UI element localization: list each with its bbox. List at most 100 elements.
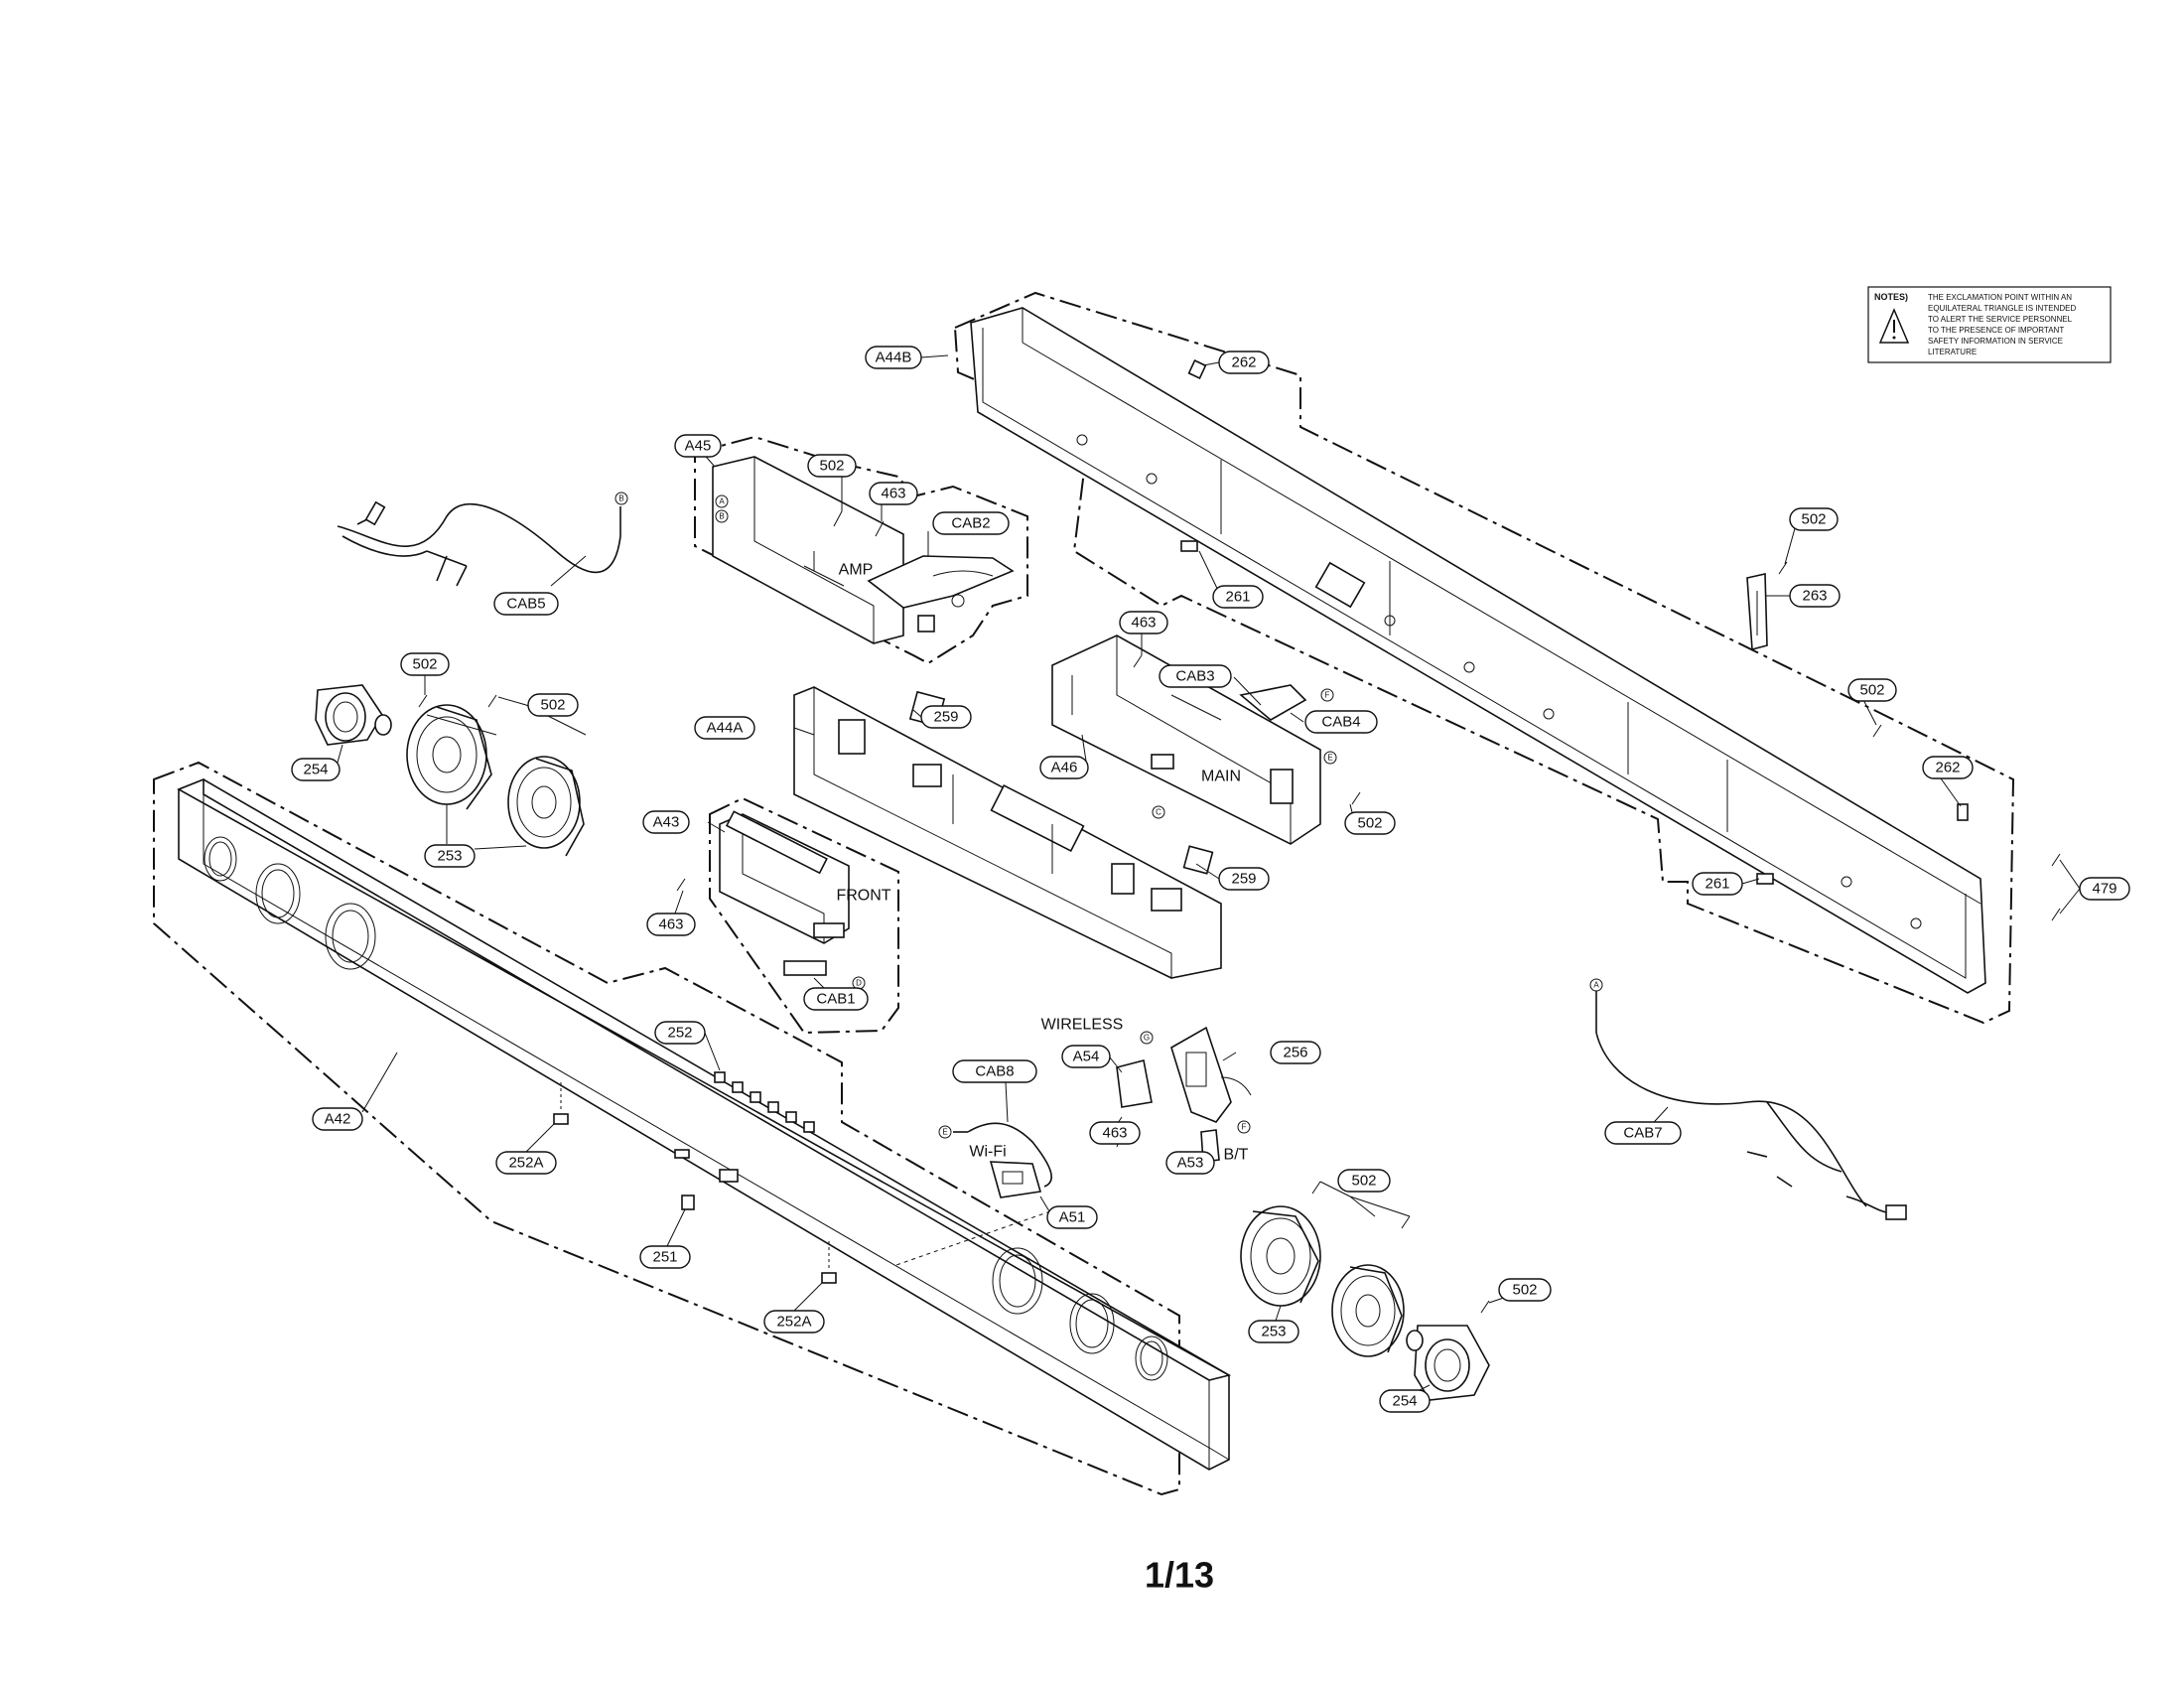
warning-triangle-icon [1878, 308, 1910, 344]
chassis-assembly [793, 686, 1222, 979]
callout-label: 253 [1261, 1324, 1286, 1340]
label-wifi: Wi-Fi [969, 1144, 1006, 1161]
callout-463-main: 463 [1119, 611, 1168, 634]
callout-label: 256 [1283, 1045, 1307, 1061]
callout-502-spk-l2: 502 [527, 693, 579, 717]
callout-label: 502 [819, 458, 844, 475]
front-grille-assembly [153, 761, 1232, 1496]
callout-label: A51 [1059, 1209, 1086, 1226]
callout-254-right: 254 [1379, 1389, 1431, 1413]
woofer-253-right-1 [1240, 1205, 1321, 1307]
callout-502-spk-l1: 502 [400, 652, 450, 676]
callout-463-amp: 463 [869, 482, 918, 505]
woofer-253-right-2 [1331, 1264, 1405, 1357]
callout-label: 502 [1351, 1173, 1376, 1190]
callout-label: 259 [933, 709, 958, 726]
marker-e-main: E [1327, 754, 1332, 763]
callout-a53: A53 [1165, 1151, 1215, 1175]
callout-label: 254 [1392, 1393, 1417, 1410]
callout-label: A46 [1051, 760, 1078, 776]
callout-label: 479 [2092, 881, 2116, 898]
callout-a45: A45 [674, 434, 722, 458]
label-bt: B/T [1224, 1147, 1249, 1164]
callout-463-front: 463 [646, 913, 696, 936]
part-252a-bottom [821, 1272, 837, 1284]
cable-cab7: A [1589, 978, 1907, 1220]
callout-label: 263 [1802, 588, 1827, 605]
callout-252a-left: 252A [495, 1151, 557, 1175]
callout-cab2: CAB2 [932, 511, 1010, 535]
left-speaker-group [315, 684, 585, 857]
callout-label: 252A [776, 1314, 811, 1331]
callout-a42: A42 [312, 1107, 363, 1131]
callout-label: CAB1 [816, 991, 855, 1008]
callout-262-right: 262 [1922, 756, 1974, 779]
callout-label: 502 [1801, 511, 1826, 528]
marker-f-bt: F [1242, 1123, 1247, 1132]
callout-259-top: 259 [920, 705, 972, 729]
callout-label: 463 [881, 486, 905, 502]
part-263-bracket [1746, 573, 1768, 651]
callout-cab8: CAB8 [952, 1059, 1037, 1083]
callout-253-right: 253 [1248, 1320, 1299, 1343]
callout-262-top: 262 [1218, 351, 1270, 374]
callout-labels: A44B 262 261 502 263 502 262 261 479 A45… [291, 346, 2130, 1413]
callout-label: 253 [437, 848, 462, 865]
callout-label: 261 [1225, 589, 1250, 606]
bosses [1076, 434, 1922, 929]
callout-252a-bottom: 252A [763, 1310, 825, 1334]
tweeter-254-left [315, 684, 392, 746]
marker-d-front: D [856, 979, 862, 988]
section-labels: AMP MAIN FRONT WIRELESS Wi-Fi B/T [836, 562, 1248, 1164]
callout-cab1: CAB1 [803, 987, 869, 1011]
callout-label: CAB2 [951, 515, 990, 532]
main-board-assembly [1051, 634, 1321, 845]
callout-a51: A51 [1046, 1205, 1098, 1229]
callout-label: CAB4 [1321, 714, 1360, 731]
callout-label: 262 [1231, 354, 1256, 371]
callout-label: 262 [1935, 760, 1960, 776]
marker-a-amp1: A [719, 497, 725, 506]
woofer-253-left-2 [507, 756, 585, 857]
callout-502-amp: 502 [807, 454, 857, 478]
callout-label: A54 [1073, 1049, 1100, 1065]
callout-261-right: 261 [1692, 872, 1743, 896]
callout-label: A44B [876, 350, 912, 366]
callout-label: 463 [658, 916, 683, 933]
callout-251: 251 [639, 1245, 691, 1269]
marker-g-wireless: G [1144, 1034, 1150, 1043]
callout-label: CAB5 [506, 596, 545, 613]
marker-c-main: C [1156, 808, 1161, 817]
callout-a44a: A44A [694, 716, 755, 740]
callout-463-wireless: 463 [1089, 1121, 1141, 1145]
rear-cabinet-assembly [953, 291, 2015, 1025]
callout-label: 463 [1131, 615, 1156, 632]
callout-label: 259 [1231, 871, 1256, 888]
callout-a46: A46 [1039, 756, 1089, 779]
page-number: 1/13 [1145, 1555, 1214, 1596]
callout-label: 252 [667, 1025, 692, 1042]
callout-label: 463 [1102, 1125, 1127, 1142]
callout-502-right: 502 [1847, 678, 1897, 702]
callout-label: CAB8 [975, 1063, 1014, 1080]
notes-heading: NOTES) [1874, 292, 1908, 302]
marker-f-main: F [1325, 691, 1330, 700]
marker-b-cab5: B [618, 494, 623, 503]
callout-label: A44A [707, 720, 744, 737]
label-front: FRONT [836, 888, 890, 905]
marker-a-cab7: A [1593, 981, 1599, 990]
callout-label: 502 [412, 656, 437, 673]
callout-479: 479 [2079, 877, 2130, 901]
callout-cab4: CAB4 [1304, 710, 1378, 734]
woofer-253-left-1 [406, 704, 497, 810]
callout-a44b: A44B [865, 346, 922, 369]
right-speaker-group [1240, 1205, 1490, 1401]
callout-label: 502 [1859, 682, 1884, 699]
amp-board-assembly [694, 435, 1028, 665]
callout-label: A43 [653, 814, 680, 831]
callout-label: 502 [1512, 1282, 1537, 1299]
connector-markers: A B E F C D G F [715, 494, 1337, 1134]
safety-notes-box: NOTES) THE EXCLAMATION POINT WITHIN AN E… [1867, 286, 2112, 363]
callout-label: 502 [1357, 815, 1382, 832]
